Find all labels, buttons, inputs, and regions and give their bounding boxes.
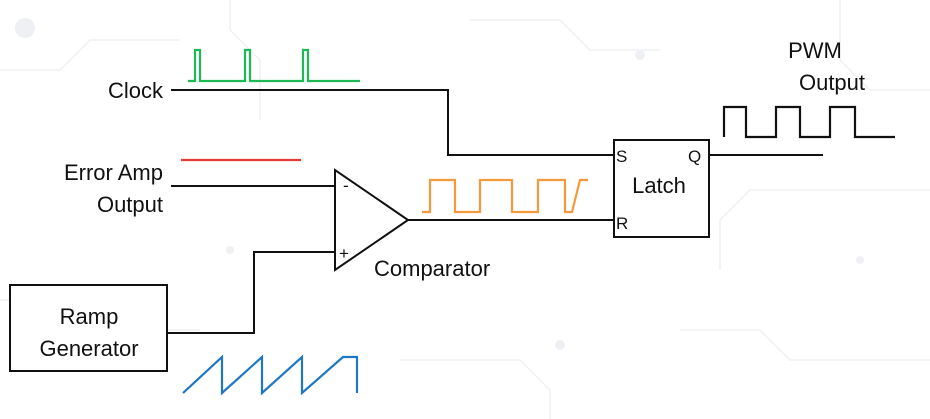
latch-q-pin: Q [688, 147, 701, 166]
latch-label: Latch [632, 173, 686, 198]
comparator-minus-pin: - [343, 176, 349, 195]
latch-r-pin: R [616, 214, 628, 233]
pwm-output-waveform [722, 105, 895, 139]
clock-waveform [188, 48, 360, 83]
pwm-output-label-line1: PWM [788, 38, 842, 63]
ramp-generator-label-line1: Ramp [60, 304, 119, 329]
ramp-waveform [182, 354, 359, 396]
comparator-symbol [334, 168, 410, 272]
pwm-output-label-line2: Output [799, 70, 865, 95]
ramp-generator-label-line2: Generator [39, 336, 138, 361]
latch-box [613, 139, 710, 238]
comparator-label: Comparator [374, 256, 490, 281]
comparator-output-waveform [422, 178, 588, 214]
error-amp-label-line1: Error Amp [64, 160, 163, 185]
latch-s-pin: S [616, 147, 627, 166]
ramp-generator-box [9, 284, 168, 372]
clock-label: Clock [108, 78, 164, 103]
error-amp-label-line2: Output [97, 192, 163, 217]
ramp-wire [167, 251, 335, 334]
comparator-plus-pin: + [339, 244, 349, 263]
clock-wire [171, 89, 614, 156]
